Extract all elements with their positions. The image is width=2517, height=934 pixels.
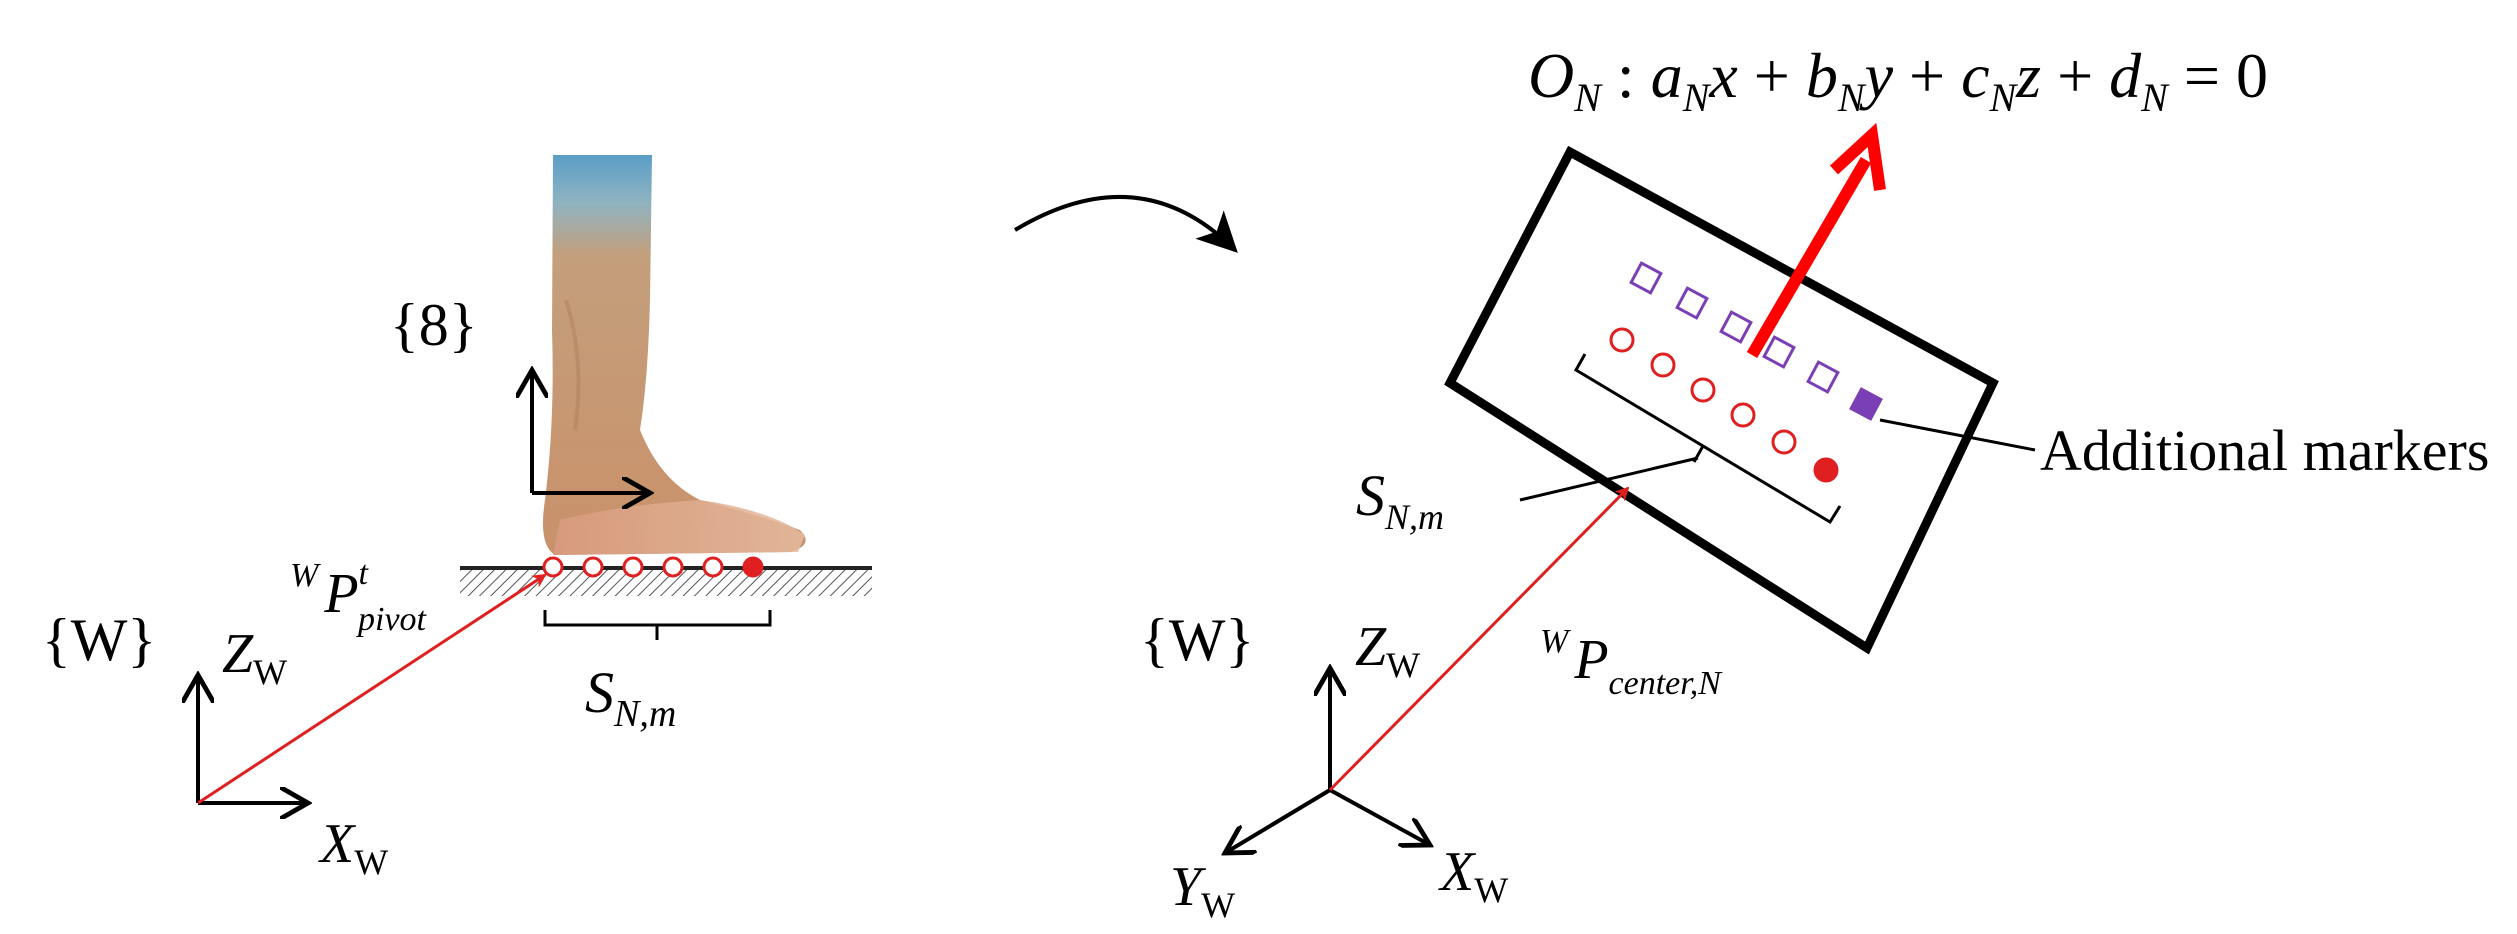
marker: [1609, 327, 1635, 353]
pivot-marker: [1813, 457, 1839, 483]
y-axis-right-label: YW: [1170, 856, 1235, 925]
x-axis-left-label: XW: [318, 813, 388, 882]
normal-vector-arrowhead: [1829, 122, 1886, 191]
leg-illustration: [542, 155, 806, 555]
center-vector: [1328, 486, 1630, 792]
world-frame-right-axes: [1225, 668, 1430, 853]
marker-set-label: SN,m: [585, 660, 676, 735]
right-panel: ON : aNx + bNy + cNz + dN = 0 S: [1140, 40, 2489, 925]
marker: [662, 556, 684, 578]
x-axis-right-label: XW: [1438, 841, 1508, 910]
marker: [622, 556, 644, 578]
normal-vector: [1746, 156, 1872, 359]
additional-marker: [1806, 360, 1840, 394]
world-frame-left-axes: [198, 675, 308, 803]
body-frame-label: {8}: [390, 292, 478, 358]
additional-marker: [1629, 261, 1663, 295]
additional-marker-filled: [1849, 387, 1883, 421]
additional-marker-row: [1629, 261, 1883, 421]
foot-marker-row: [542, 556, 764, 578]
z-axis-right-label: ZW: [1355, 616, 1420, 685]
marker: [702, 556, 724, 578]
marker: [1730, 402, 1756, 428]
marker: [582, 556, 604, 578]
marker-set-leader: [1519, 456, 1699, 502]
tilted-plate: [1444, 145, 1999, 655]
pivot-vector: [197, 573, 547, 805]
world-frame-left-label: {W}: [42, 607, 156, 673]
marker: [1650, 352, 1676, 378]
plane-equation: ON : aNx + bNy + cNz + dN = 0: [1528, 40, 2268, 120]
additional-markers-label: Additional markers: [2040, 418, 2489, 483]
plate-marker-row: [1609, 327, 1839, 483]
marker: [1690, 377, 1716, 403]
marker: [542, 556, 564, 578]
additional-marker: [1762, 335, 1796, 369]
pivot-marker: [742, 556, 764, 578]
body-frame-axes: [532, 370, 650, 493]
curved-arrow-icon: [1013, 195, 1238, 253]
additional-markers-leader: [1879, 418, 2036, 452]
marker-set-bracket: [543, 610, 772, 640]
z-axis-left-label: ZW: [222, 623, 287, 692]
additional-marker: [1675, 286, 1709, 320]
plate-marker-set-label: SN,m: [1356, 463, 1444, 537]
additional-marker: [1719, 310, 1753, 344]
marker: [1771, 429, 1797, 455]
world-frame-right-label: {W}: [1140, 607, 1254, 673]
